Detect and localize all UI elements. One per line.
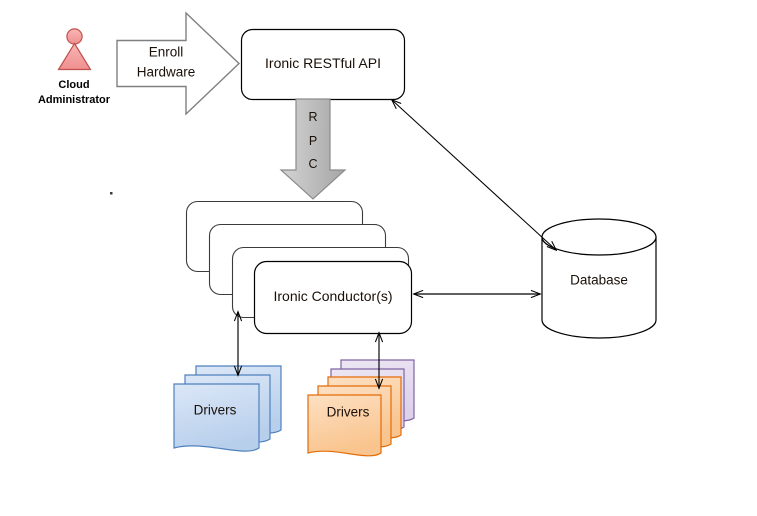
drivers-orange-doc-1 (307, 394, 382, 457)
drivers-orange-stack (307, 359, 415, 457)
rpc-letter-p: P (308, 134, 318, 148)
drivers-blue-doc-1 (173, 383, 260, 452)
rpc-letter-r: R (308, 110, 318, 124)
drivers-blue-stack (173, 365, 282, 452)
rpc-letter-c: C (308, 157, 318, 171)
ironic-restful-api-box (240, 28, 406, 101)
stray-dot-artifact (110, 192, 113, 195)
enroll-hardware-arrow-shape (116, 11, 241, 116)
conductor-box-front (253, 260, 413, 335)
cloud-administrator-icon (57, 28, 92, 71)
connector-api-database-line (392, 100, 556, 250)
rpc-arrow-shape (279, 98, 347, 200)
database-cylinder (541, 218, 657, 339)
ironic-conductors-stack (185, 200, 413, 335)
